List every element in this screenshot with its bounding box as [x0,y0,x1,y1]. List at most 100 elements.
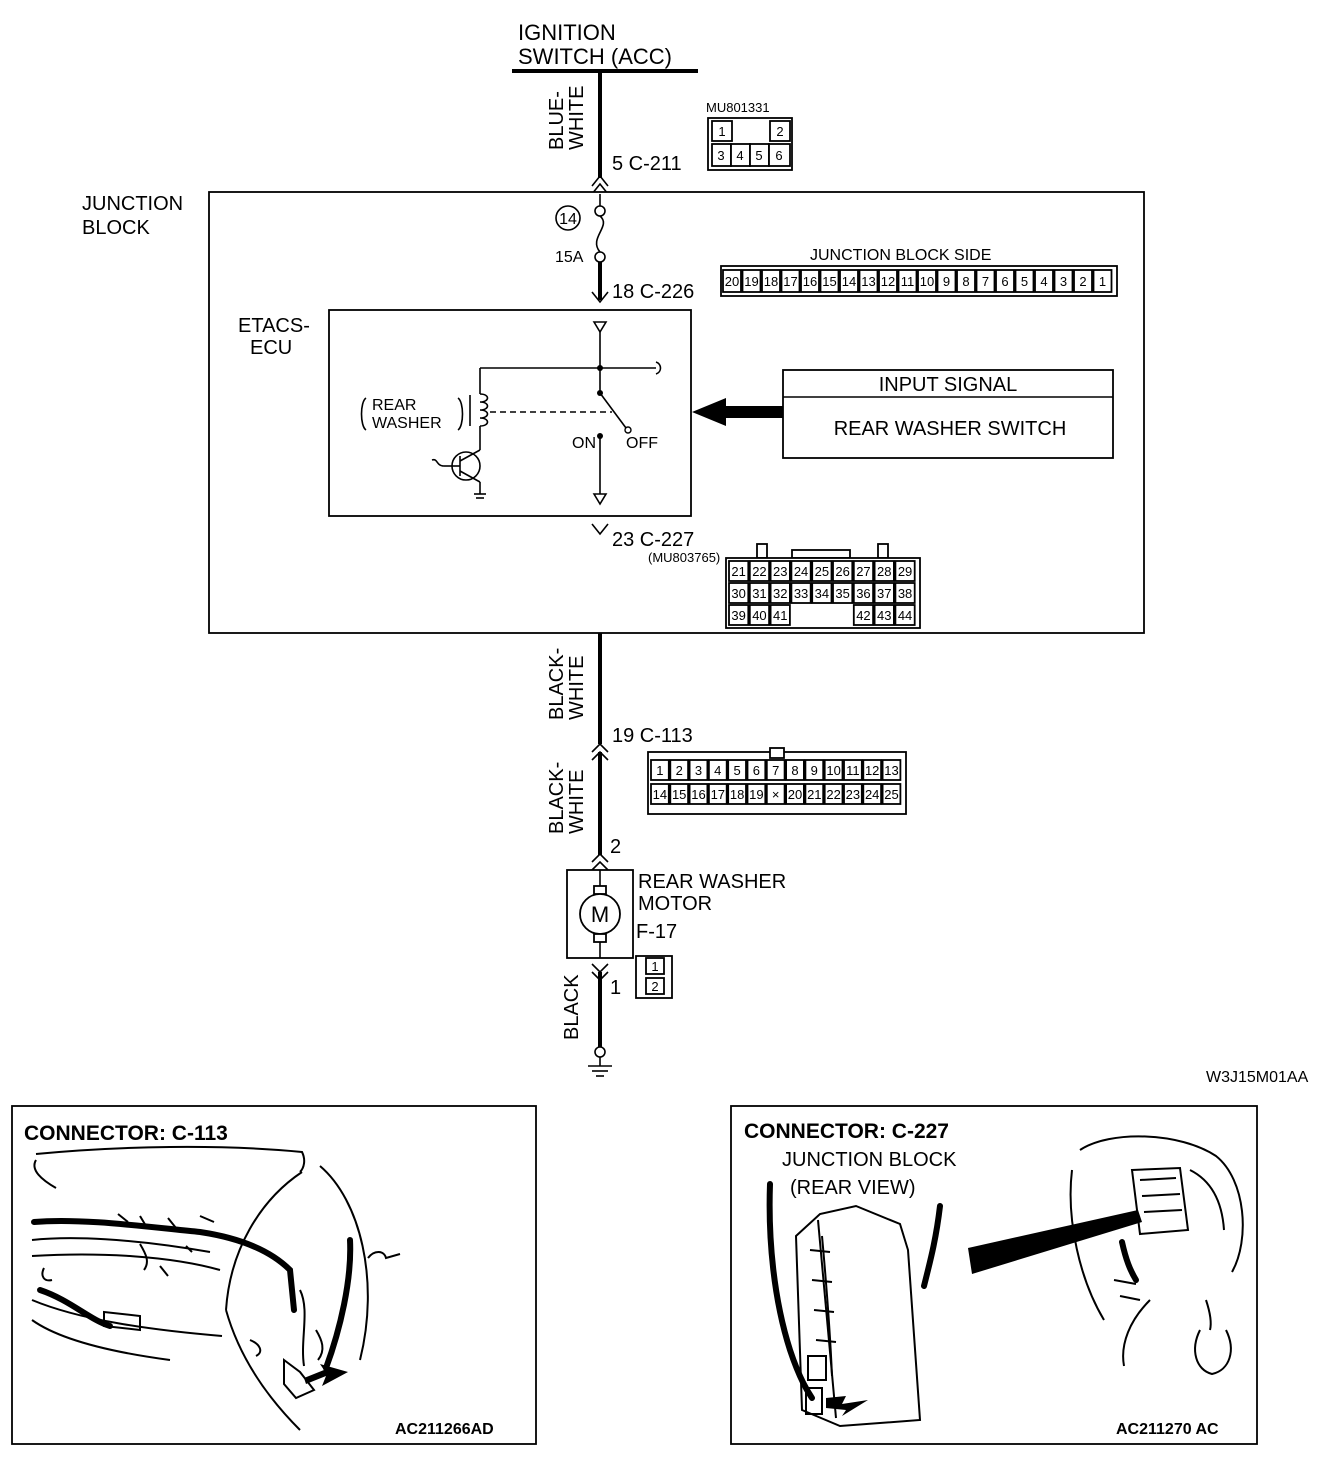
connector-c226-pin: 3 [1060,274,1067,289]
junction-block-line1: JUNCTION [82,193,183,215]
connector-c227-pin: 21 [731,564,745,579]
ecu-internal-circuit: REAR WASHER ON OFF [360,321,662,506]
ecu-label-line2: ECU [250,337,292,359]
connector-c227-pin: 42 [856,608,870,623]
connector-c226-pin: 18 [764,274,778,289]
svg-text:1: 1 [718,124,725,139]
connector-c113-pin: 12 [865,763,879,778]
connector-c227-pin: 23 [773,564,787,579]
connector-c113-pin: 22 [826,787,840,802]
connector-c226-pin: 1 [1099,274,1106,289]
connector-c113-pin: 13 [884,763,898,778]
wire-color-blue-white: BLUE- WHITE [546,86,588,150]
connector-c113-mark [591,742,609,761]
panel-right-title: CONNECTOR: C-227 [744,1120,949,1143]
connector-c227-label: 23 C-227 [612,529,694,551]
connector-c113-pin: 8 [791,763,798,778]
connector-c113-pin: 7 [772,763,779,778]
connector-c227-pin: 37 [877,586,891,601]
panel-left-title: CONNECTOR: C-113 [24,1122,228,1145]
connector-c227-pin: 31 [752,586,766,601]
connector-c113-pin: 23 [846,787,860,802]
connector-c226-pin: 13 [861,274,875,289]
connector-c227-pin: 24 [794,564,808,579]
connector-c227-pin: 44 [898,608,912,623]
connector-c211-part: MU801331 [706,100,770,115]
connector-c227-pin: 33 [794,586,808,601]
connector-c226-pin: 6 [1001,274,1008,289]
connector-c227-pin: 32 [773,586,787,601]
panel-right-code: AC211270 AC [1116,1421,1219,1438]
connector-c113-pin: 17 [711,787,725,802]
motor-pin1-mark [591,963,609,982]
connector-c226-pin: 7 [982,274,989,289]
connector-c211-face: MU801331 1 2 3 4 5 6 [706,100,793,171]
connector-c226-pin: 10 [920,274,934,289]
connector-c113-pin: 25 [884,787,898,802]
panel-right-sub1: JUNCTION BLOCK [782,1149,957,1171]
motor-label-line2: MOTOR [638,893,712,915]
motor-label-line1: REAR WASHER [638,871,786,893]
connector-c227-pin: 36 [856,586,870,601]
photo-sketch-c113 [31,1145,401,1431]
connector-c227-pin: 30 [731,586,745,601]
connector-c113-pin: 6 [753,763,760,778]
connector-c226-title: JUNCTION BLOCK SIDE [810,247,991,264]
svg-text:4: 4 [736,148,743,163]
ignition-switch-line2: SWITCH (ACC) [518,44,672,69]
connector-c113-pin: × [772,787,780,802]
wire-color-black-white-1: BLACK- WHITE [546,648,588,720]
switch-on-label: ON [572,435,596,452]
motor-pin2-mark [591,852,609,871]
connector-c227-mark [591,523,609,536]
svg-text:3: 3 [717,148,724,163]
connector-c227-pin: 38 [898,586,912,601]
connector-c113-pin: 10 [826,763,840,778]
connector-c227-pin: 41 [773,608,787,623]
wire-color-black-white-2: BLACK- WHITE [546,762,588,834]
svg-text:5: 5 [755,148,762,163]
input-signal-header: INPUT SIGNAL [879,374,1018,396]
motor-pin2-label: 2 [610,836,621,858]
connector-c113-pin: 1 [656,763,663,778]
diagram-code: W3J15M01AA [1206,1069,1309,1086]
panel-connector-c227: CONNECTOR: C-227 JUNCTION BLOCK (REAR VI… [730,1105,1258,1445]
connector-c211-label: 5 C-211 [612,153,682,175]
connector-c113-pin: 16 [691,787,705,802]
connector-c113-pin: 19 [749,787,763,802]
panel-right-sub2: (REAR VIEW) [790,1177,916,1199]
connector-c227-pin: 40 [752,608,766,623]
svg-text:BLACK-: BLACK- [546,648,568,720]
connector-c226-pin: 20 [725,274,739,289]
connector-c226-pin: 11 [901,274,915,289]
connector-c226-pin: 12 [881,274,895,289]
connector-c227-part: (MU803765) [648,550,720,565]
input-signal-value: REAR WASHER SWITCH [834,418,1067,440]
relay-label-line2: WASHER [372,415,442,432]
connector-c113-pin: 14 [653,787,667,802]
connector-f17-label: F-17 [636,921,677,943]
relay-label-line1: REAR [372,397,416,414]
switch-off-label: OFF [626,435,658,452]
input-signal-box: INPUT SIGNAL REAR WASHER SWITCH [782,369,1114,459]
svg-text:2: 2 [651,979,658,994]
connector-c113-pin: 15 [672,787,686,802]
connector-c113-pin: 4 [714,763,721,778]
ignition-switch-line1: IGNITION [518,20,616,45]
connector-c113-pin: 18 [730,787,744,802]
connector-c227-pin: 29 [898,564,912,579]
connector-f17-face: 1 2 [635,955,673,999]
connector-c226-pin: 9 [943,274,950,289]
rear-washer-motor: M [566,869,634,959]
connector-c227-pin: 39 [731,608,745,623]
svg-text:BLACK-: BLACK- [546,762,568,834]
connector-c226-pin: 14 [842,274,856,289]
connector-c113-label: 19 C-113 [612,725,693,747]
connector-c227-pin: 27 [856,564,870,579]
connector-c113-pin: 5 [733,763,740,778]
panel-left-code: AC211266AD [395,1421,494,1438]
svg-text:BLACK: BLACK [561,974,583,1040]
svg-text:BLUE-: BLUE- [546,91,568,150]
